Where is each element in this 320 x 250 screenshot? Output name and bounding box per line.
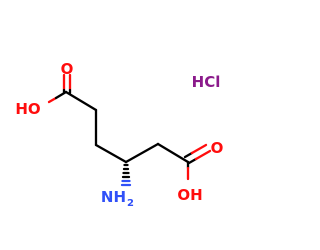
c6-o-double-bond-a bbox=[183, 151, 194, 159]
c4-c5-bond bbox=[124, 142, 160, 164]
c5-c6-bond bbox=[156, 142, 190, 164]
counterion-hcl-label: HCl bbox=[192, 73, 221, 91]
atom-label-nh2-subscript: 2 bbox=[127, 198, 134, 209]
c6-o-double-bond-b bbox=[187, 157, 198, 165]
molecule-structure-diagram: O HO O OH NH 2 HCl bbox=[15, 60, 224, 209]
atom-label-ho-left: HO bbox=[15, 100, 40, 118]
c1-oh-bond-carbon bbox=[54, 90, 68, 100]
c1-oh-bond bbox=[47, 96, 58, 104]
c6-o-double-bond-c bbox=[190, 143, 208, 155]
c3-c4-bond bbox=[94, 143, 128, 164]
atom-label-o-top: O bbox=[61, 60, 74, 78]
stereo-hash-wedge bbox=[120, 163, 132, 187]
atom-label-nh2: NH bbox=[101, 188, 126, 206]
c6-o-double-bond-d bbox=[194, 149, 212, 161]
atom-label-o-right: O bbox=[211, 139, 224, 157]
c1-c2-bond bbox=[64, 90, 98, 112]
atom-label-oh-right: OH bbox=[177, 186, 202, 204]
